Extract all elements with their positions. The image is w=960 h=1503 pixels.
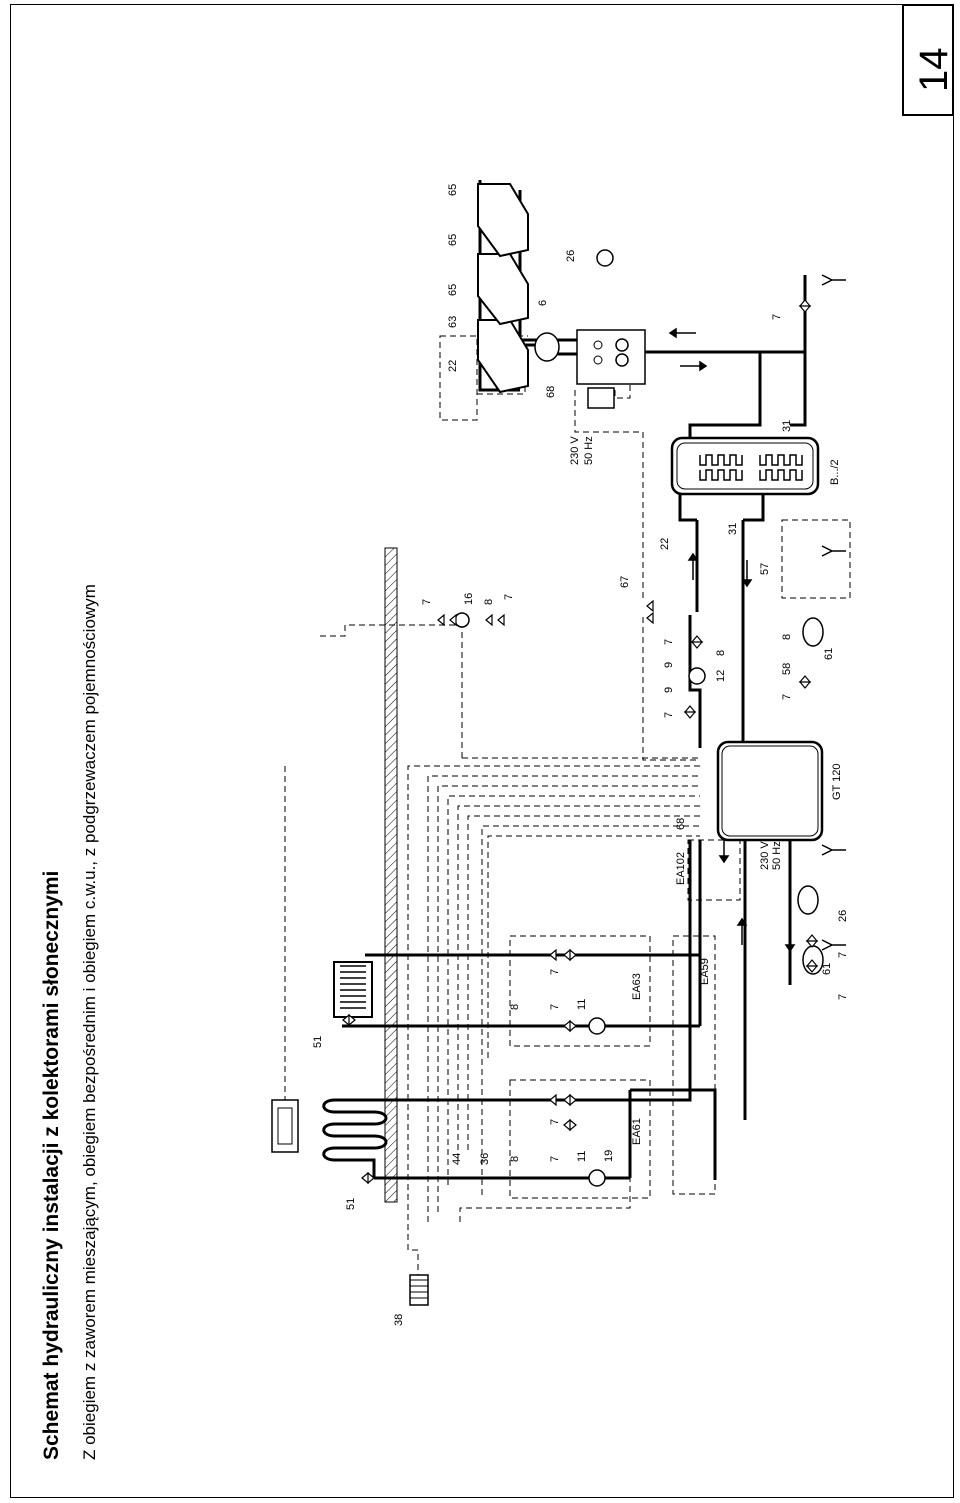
label-51a: 51	[345, 1198, 357, 1210]
label-8a: 8	[509, 1156, 521, 1162]
solar-pump-station	[534, 249, 646, 409]
label-6: 6	[537, 300, 549, 306]
label-11b: 11	[576, 999, 588, 1010]
label-63: 63	[447, 316, 459, 328]
label-8d: 8	[781, 634, 793, 640]
label-31a: 31	[727, 523, 739, 535]
label-31b: 31	[781, 420, 793, 432]
label-b2: B.../2	[829, 459, 841, 485]
valves	[342, 299, 819, 1185]
label-12: 12	[715, 670, 727, 682]
label-67: 67	[619, 576, 631, 588]
label-7g: 7	[663, 712, 675, 718]
label-9b: 9	[663, 662, 675, 668]
label-19: 19	[603, 1150, 615, 1162]
label-58: 58	[781, 663, 793, 675]
circulation-pumps	[454, 612, 706, 1187]
label-8b: 8	[509, 1004, 521, 1010]
label-7h: 7	[663, 639, 675, 645]
component-labels: 38 51 51 44 36 8 7 11 19 7 EA61 8 7 11 7…	[312, 184, 849, 1326]
label-8e: 8	[483, 599, 495, 605]
label-57: 57	[759, 563, 771, 575]
main-piping	[342, 180, 807, 1180]
outdoor-sensor	[409, 1274, 429, 1306]
label-ea61: EA61	[631, 1118, 643, 1145]
heat-pump-gt120	[716, 740, 824, 842]
label-7a: 7	[549, 1156, 561, 1162]
label-22a: 22	[659, 538, 671, 550]
label-230a: 230 V	[759, 841, 771, 870]
label-61b: 61	[823, 648, 835, 660]
radiator	[333, 961, 373, 1018]
label-7f: 7	[837, 952, 849, 958]
label-9a: 9	[663, 687, 675, 693]
label-7j: 7	[421, 599, 433, 605]
dhw-storage-tank	[670, 436, 820, 496]
label-44: 44	[451, 1153, 463, 1165]
label-7i: 7	[781, 694, 793, 700]
label-ea102: EA102	[675, 852, 687, 885]
label-7e: 7	[837, 994, 849, 1000]
underfloor-heating-loop	[322, 1098, 388, 1178]
label-51b: 51	[312, 1036, 324, 1048]
drain-funnels	[821, 274, 846, 951]
label-22b: 22	[447, 360, 459, 372]
label-65b: 65	[447, 234, 459, 246]
label-50a: 50 Hz	[771, 841, 783, 870]
label-230b: 230 V	[569, 436, 581, 465]
floor-slab	[384, 547, 398, 1203]
label-7b: 7	[549, 1119, 561, 1125]
label-68b: 68	[545, 386, 557, 398]
label-11a: 11	[576, 1151, 588, 1162]
label-8c: 8	[715, 650, 727, 656]
label-65c: 65	[447, 184, 459, 196]
room-controller	[271, 1099, 299, 1153]
label-61a: 61	[821, 963, 833, 975]
label-gt120: GT 120	[831, 764, 843, 801]
label-26a: 26	[837, 910, 849, 922]
expansion-vessels	[797, 617, 824, 975]
label-38: 38	[393, 1314, 405, 1326]
label-ea63: EA63	[631, 973, 643, 1000]
label-65a: 65	[447, 284, 459, 296]
label-26b: 26	[565, 250, 577, 262]
label-36: 36	[479, 1153, 491, 1165]
page-frame	[10, 4, 954, 1498]
solar-collectors	[477, 183, 529, 394]
label-7k: 7	[503, 594, 515, 600]
label-7d: 7	[549, 969, 561, 975]
label-68a: 68	[675, 818, 687, 830]
label-50b: 50 Hz	[583, 436, 595, 465]
label-7c: 7	[549, 1004, 561, 1010]
flow-arrows	[668, 327, 796, 953]
label-16: 16	[463, 593, 475, 605]
label-ea59: EA59	[699, 958, 711, 985]
control-wiring	[284, 335, 851, 1300]
label-7l: 7	[771, 314, 783, 320]
page-number-box	[902, 4, 954, 116]
